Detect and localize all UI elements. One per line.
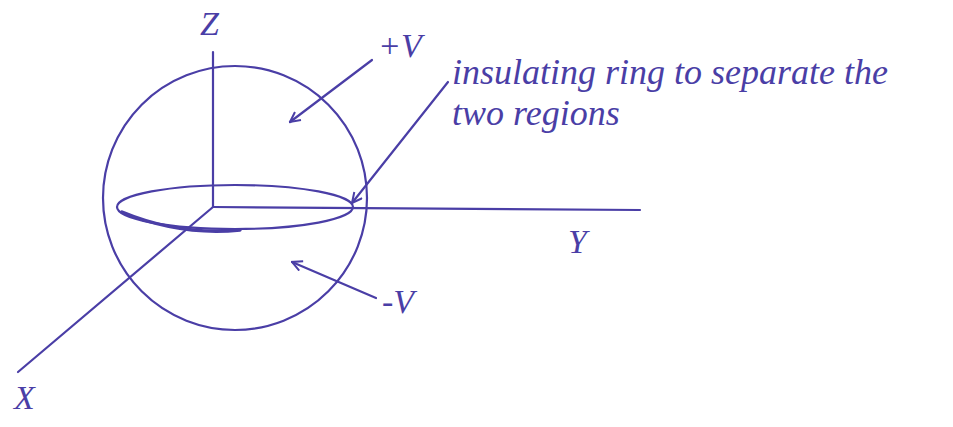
leader-line [292,262,376,298]
voltage-label: -V [382,282,414,321]
leader-line [352,82,448,203]
sphere-outline [103,66,367,330]
voltage-label: +V [378,26,422,65]
ring-front-edge [122,212,240,231]
z-axis [212,52,214,207]
axis-label: Y [568,222,587,261]
axis-label: X [14,378,35,417]
note-text: insulating ring to separate the two regi… [452,52,892,135]
axis-label: Z [200,4,219,43]
x-axis [18,207,213,372]
y-axis [213,207,640,210]
leader-line [290,60,372,122]
